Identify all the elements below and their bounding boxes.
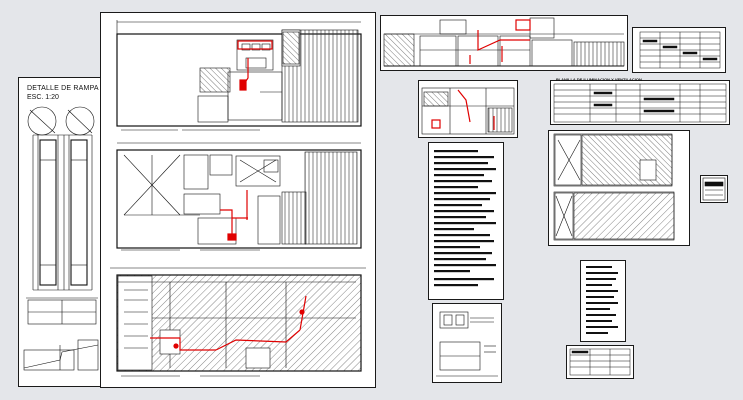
hatched-plan — [553, 133, 675, 241]
building-section — [383, 17, 625, 67]
ramp-detail-scale: ESC. 1:20 — [27, 94, 59, 101]
summary-table — [639, 31, 721, 69]
legend-table-sheet — [566, 345, 634, 379]
floor-plan-upper — [116, 20, 362, 131]
detail-sheet — [432, 303, 502, 383]
ramp-detail-sheet — [18, 77, 104, 387]
plan-lower-red — [150, 295, 307, 351]
legend-lines — [586, 266, 618, 334]
detail-drawing — [436, 311, 498, 377]
plan-middle-red — [220, 190, 248, 241]
stamp-sheet — [700, 175, 728, 203]
floor-plan-middle — [116, 142, 362, 251]
ramp-detail-drawing — [23, 106, 99, 371]
lighting-table — [553, 83, 727, 123]
ramp-detail-title: DETALLE DE RAMPA — [27, 85, 99, 92]
small-section — [421, 87, 515, 135]
stamp-box — [702, 177, 726, 201]
plan-upper-red — [237, 40, 273, 91]
section-red — [469, 19, 531, 64]
small-section-red — [431, 89, 495, 130]
legend-table — [569, 348, 631, 376]
floor-plan-lower — [110, 267, 366, 377]
notes-text-lines — [434, 150, 496, 287]
lighting-table-title: PLANILLA DE ILUMINACION Y VENTILACION — [556, 77, 642, 82]
